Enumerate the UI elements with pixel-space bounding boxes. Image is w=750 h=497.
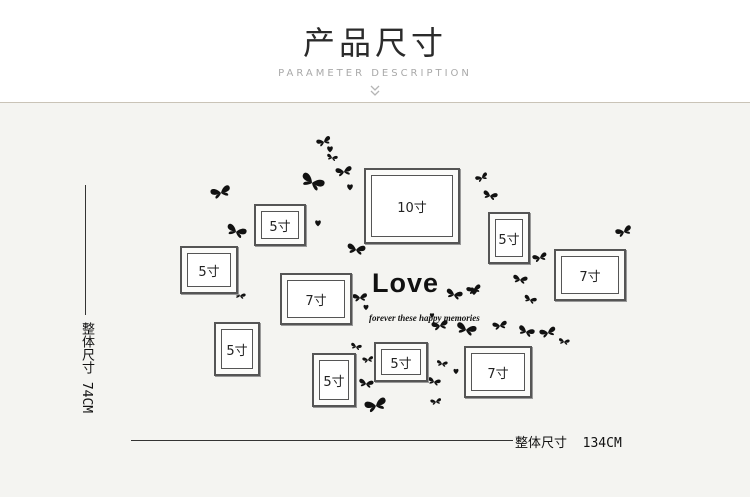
- frame-size-label: 5寸: [269, 219, 291, 235]
- butterfly-icon: [358, 378, 374, 389]
- height-dimension-label: 整体尺寸 74CM: [79, 322, 94, 414]
- frame-size-label: 5寸: [323, 374, 345, 390]
- butterfly-icon: [482, 189, 499, 201]
- butterfly-icon: [299, 171, 326, 193]
- butterfly-icon: [531, 251, 548, 263]
- heart-icon: [315, 220, 321, 227]
- frame-size-label: 5寸: [390, 356, 412, 372]
- butterfly-icon: [352, 293, 368, 302]
- double-chevron-down-icon: [370, 85, 380, 96]
- page-subtitle: PARAMETER DESCRIPTION: [278, 68, 472, 79]
- butterfly-icon: [350, 342, 363, 351]
- butterfly-icon: [445, 288, 464, 301]
- photo-frame-7-inch: 7寸: [464, 346, 532, 398]
- heart-icon: [453, 368, 459, 375]
- photo-frame-5-inch: 5寸: [488, 212, 530, 264]
- photo-frame-10-inch: 10寸: [364, 168, 460, 244]
- butterfly-icon: [346, 243, 366, 256]
- frame-size-label: 5寸: [498, 232, 520, 248]
- photo-frame-5-inch: 5寸: [374, 342, 428, 382]
- butterfly-icon: [315, 135, 332, 148]
- width-dimension-line: [131, 440, 513, 441]
- heart-icon: [327, 146, 333, 153]
- butterfly-icon: [209, 184, 232, 200]
- heart-icon: [470, 287, 478, 295]
- butterfly-icon: [492, 320, 508, 331]
- butterfly-icon: [538, 326, 557, 339]
- butterfly-icon: [430, 397, 442, 406]
- love-headline: Love: [372, 268, 440, 298]
- butterfly-icon: [474, 171, 489, 184]
- butterfly-icon: [225, 223, 248, 240]
- butterfly-icon: [512, 274, 528, 285]
- height-dimension-line: [85, 185, 86, 315]
- photo-frame-5-inch: 5寸: [254, 204, 306, 246]
- butterfly-icon: [362, 355, 374, 364]
- butterfly-icon: [436, 359, 448, 368]
- frame-size-label: 7寸: [487, 366, 509, 382]
- butterfly-icon: [523, 294, 538, 305]
- heart-icon: [363, 304, 369, 311]
- butterfly-icon: [363, 396, 388, 414]
- frame-size-label: 10寸: [397, 200, 427, 216]
- butterfly-icon: [335, 165, 353, 177]
- butterfly-icon: [558, 337, 570, 346]
- frame-size-label: 5寸: [198, 264, 220, 280]
- width-dimension-label: 整体尺寸 134CM: [515, 436, 622, 451]
- butterfly-icon: [455, 321, 478, 337]
- photo-frame-7-inch: 7寸: [554, 249, 626, 301]
- butterfly-icon: [614, 224, 633, 238]
- photo-frame-5-inch: 5寸: [312, 353, 356, 407]
- frame-size-label: 7寸: [305, 293, 327, 309]
- photo-frame-7-inch: 7寸: [280, 273, 352, 325]
- butterfly-icon: [517, 324, 536, 338]
- photo-frame-5-inch: 5寸: [214, 322, 260, 376]
- page-title: 产品尺寸: [302, 24, 447, 62]
- butterfly-icon: [427, 376, 442, 387]
- love-tagline: forever these happy memories: [369, 313, 480, 323]
- butterfly-icon: [326, 153, 339, 162]
- frame-size-label: 7寸: [579, 269, 601, 285]
- photo-frame-5-inch: 5寸: [180, 246, 238, 294]
- heart-icon: [347, 184, 353, 191]
- frame-size-label: 5寸: [226, 343, 248, 359]
